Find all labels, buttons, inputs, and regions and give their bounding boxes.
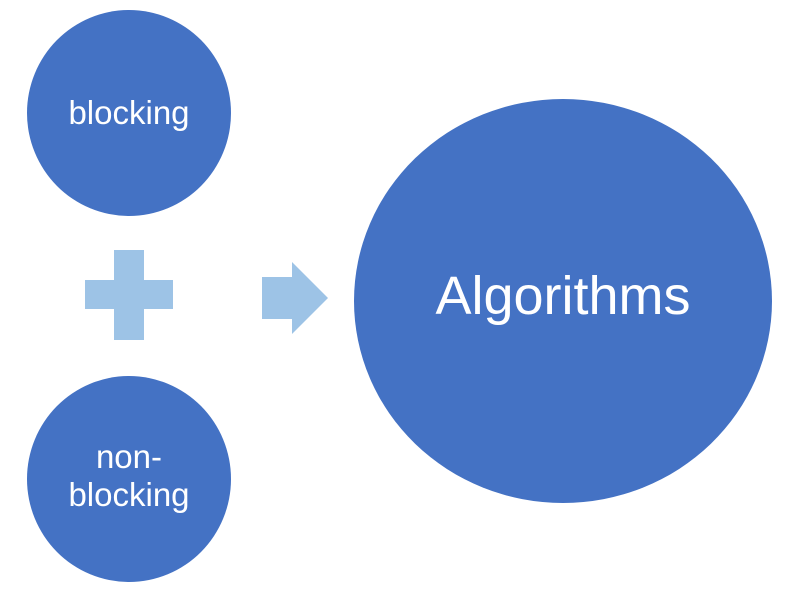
non-blocking-label: non- blocking [68, 438, 190, 513]
blocking-label: blocking [68, 94, 190, 132]
right-arrow-icon [262, 262, 328, 334]
arrow-shape [262, 262, 328, 334]
algorithms-label: Algorithms [435, 266, 691, 326]
plus-icon [85, 250, 173, 340]
blocking-circle: blocking [27, 10, 231, 216]
algorithms-circle: Algorithms [354, 99, 772, 503]
non-blocking-circle: non- blocking [27, 376, 231, 582]
plus-shape [85, 250, 173, 340]
